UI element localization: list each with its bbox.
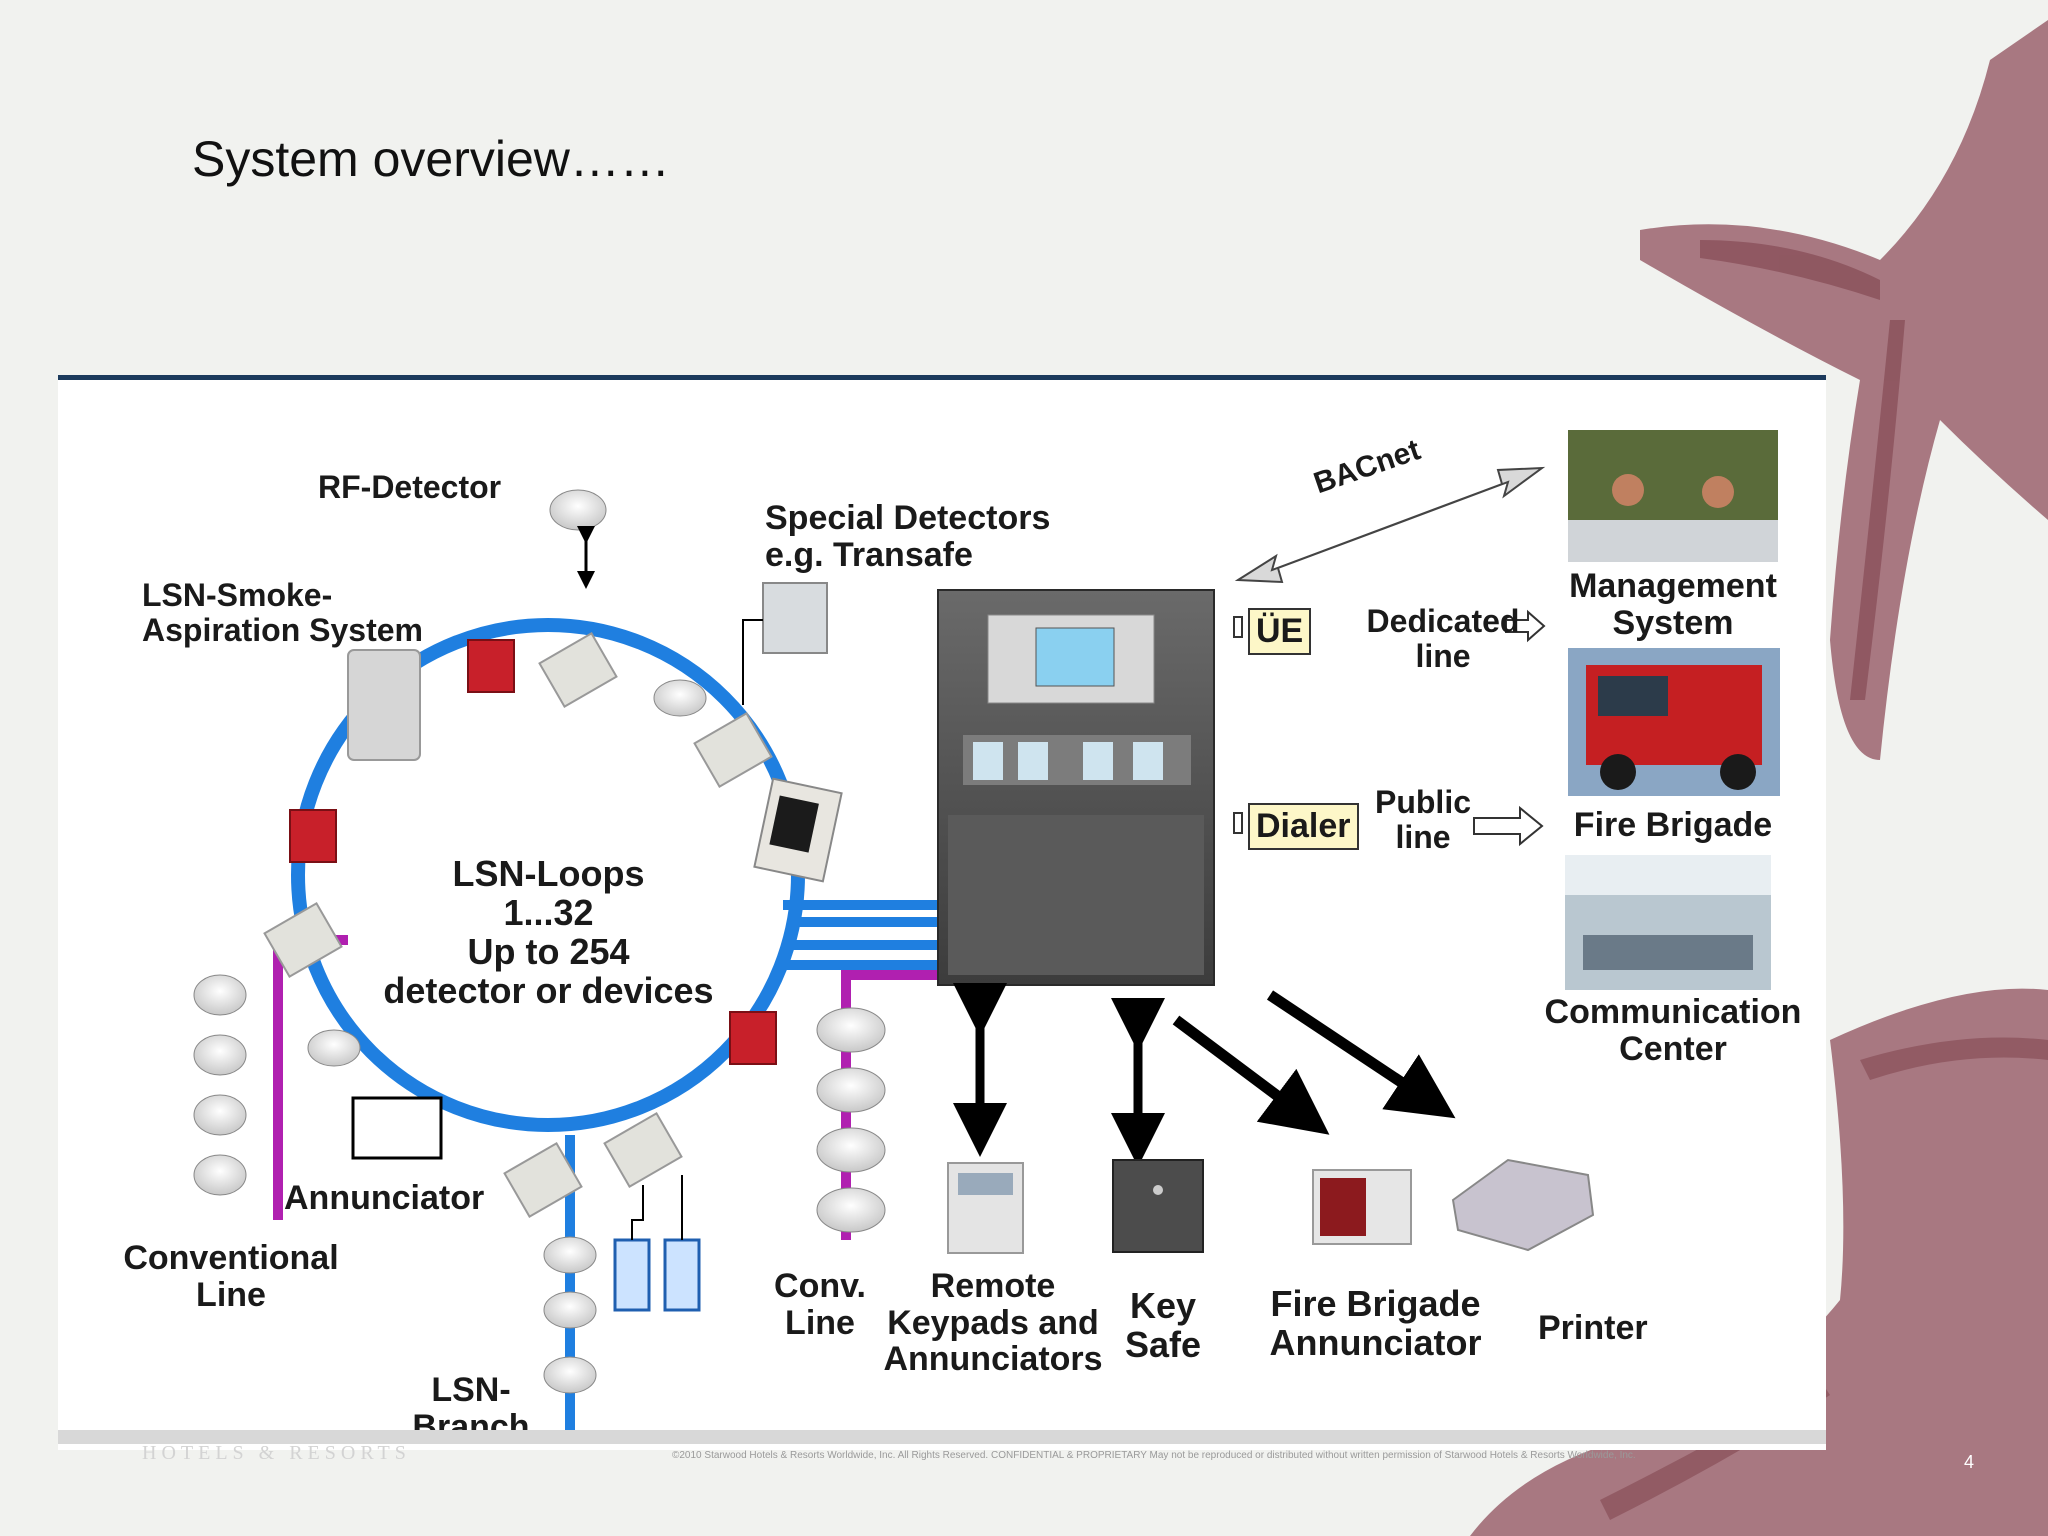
key-safe-device <box>1112 1159 1204 1253</box>
loop-text-line3: Up to 254 <box>467 930 630 972</box>
special-detectors-line1: Special Detectors <box>765 499 1051 537</box>
management-system-line1: Management <box>1569 567 1777 605</box>
conv-line-line1: Conv. <box>774 1267 866 1305</box>
manual-call-points <box>289 639 777 1065</box>
rf-detector-device <box>549 489 607 531</box>
footer-copyright: ©2010 Starwood Hotels & Resorts Worldwid… <box>672 1450 1636 1461</box>
communication-center-photo <box>1565 855 1771 990</box>
remote-keypads-line2: Keypads and <box>887 1303 1099 1342</box>
lsn-branch-line1: LSN- <box>431 1371 511 1409</box>
rf-detector-label: RF-Detector <box>318 469 502 505</box>
annunciator-device <box>351 1096 443 1160</box>
public-line-arrow <box>1473 805 1544 847</box>
fire-brigade-annunciator-label: Fire Brigade Annunciator <box>1268 1283 1483 1363</box>
communication-center-line2: Center <box>1619 1029 1727 1068</box>
dedicated-line-label: Dedicated line <box>1363 604 1523 673</box>
fire-brigade-photo <box>1568 648 1780 796</box>
fire-brigade-annunciator-arrow <box>1172 1015 1330 1135</box>
conv-line-label: Conv. Line <box>758 1268 882 1341</box>
remote-keypads-line3: Annunciators <box>883 1340 1103 1379</box>
conventional-detectors <box>193 974 247 1196</box>
loop-detectors <box>307 679 707 1067</box>
management-system-photo <box>1568 430 1778 562</box>
loop-text-line1: LSN-Loops <box>452 853 645 894</box>
key-safe-label: Key Safe <box>1118 1285 1208 1365</box>
conventional-line-line1: Conventional <box>123 1239 339 1277</box>
loop-text-line2: 1...32 <box>503 891 594 933</box>
special-detectors-line2: e.g. Transafe <box>765 535 973 574</box>
diagram-graphics <box>193 430 1780 1440</box>
loop-modules <box>263 631 773 1219</box>
fba-line1: Fire Brigade <box>1270 1283 1481 1324</box>
communication-center-line1: Communication <box>1544 993 1802 1031</box>
aspiration-device <box>347 649 421 761</box>
lsn-loops-label: LSN-Loops 1...32 Up to 254 detector or d… <box>376 853 721 1011</box>
special-detectors-label: Special Detectors e.g. Transafe <box>765 500 1050 573</box>
conventional-line-label: Conventional Line <box>116 1240 346 1313</box>
branch-device-1 <box>613 1238 651 1312</box>
printer-label: Printer <box>1538 1309 1648 1347</box>
branch-device-2 <box>663 1238 701 1312</box>
loop-text-line4: detector or devices <box>383 969 714 1011</box>
remote-keypads-line1: Remote <box>930 1267 1056 1305</box>
footer-brand: HOTELS & RESORTS <box>142 1442 411 1464</box>
page-number: 4 <box>1964 1452 1975 1472</box>
conv-line-detectors <box>816 1007 886 1233</box>
aspiration-label-line1: LSN-Smoke- <box>142 577 333 613</box>
annunciator-label: Annunciator <box>284 1179 485 1217</box>
printer-device <box>1451 1158 1595 1252</box>
dialer-box: Dialer <box>1248 803 1359 850</box>
special-detector-wire <box>742 619 763 705</box>
central-fire-panel <box>937 589 1215 986</box>
fba-line2: Annunciator <box>1269 1321 1482 1363</box>
key-safe-line2: Safe <box>1124 1323 1202 1365</box>
conventional-line-line2: Line <box>196 1275 266 1314</box>
aspiration-label: LSN-Smoke- Aspiration System <box>142 578 423 647</box>
conventional-line-wire <box>273 935 348 1220</box>
slide-title: System overview…… <box>192 131 670 187</box>
key-safe-line1: Key <box>1129 1285 1197 1326</box>
fire-brigade-label: Fire Brigade <box>1573 806 1773 844</box>
branch-detectors <box>543 1236 597 1394</box>
management-system-label: Management System <box>1548 568 1798 641</box>
remote-keypads-label: Remote Keypads and Annunciators <box>878 1268 1108 1378</box>
special-detector-device <box>762 582 828 654</box>
management-system-line2: System <box>1612 603 1734 642</box>
dedicated-line-line1: Dedicated <box>1366 603 1520 639</box>
dedicated-line-arrow <box>1505 609 1546 643</box>
public-line-label: Public line <box>1368 785 1478 854</box>
aspiration-label-line2: Aspiration System <box>142 611 423 648</box>
communication-center-label: Communication Center <box>1528 994 1818 1067</box>
conv-line-line2: Line <box>785 1303 855 1342</box>
printer-arrow <box>1266 990 1456 1119</box>
public-line-line1: Public <box>1374 784 1471 820</box>
ue-box: ÜE <box>1248 608 1312 655</box>
public-line-line2: line <box>1395 818 1451 855</box>
bacnet-arrow <box>1234 466 1546 584</box>
system-diagram: RF-Detector LSN-Smoke- Aspiration System… <box>58 375 1826 1450</box>
footer-bar <box>58 1430 1826 1444</box>
loop-connections <box>783 900 938 970</box>
dedicated-line-line2: line <box>1415 637 1471 674</box>
